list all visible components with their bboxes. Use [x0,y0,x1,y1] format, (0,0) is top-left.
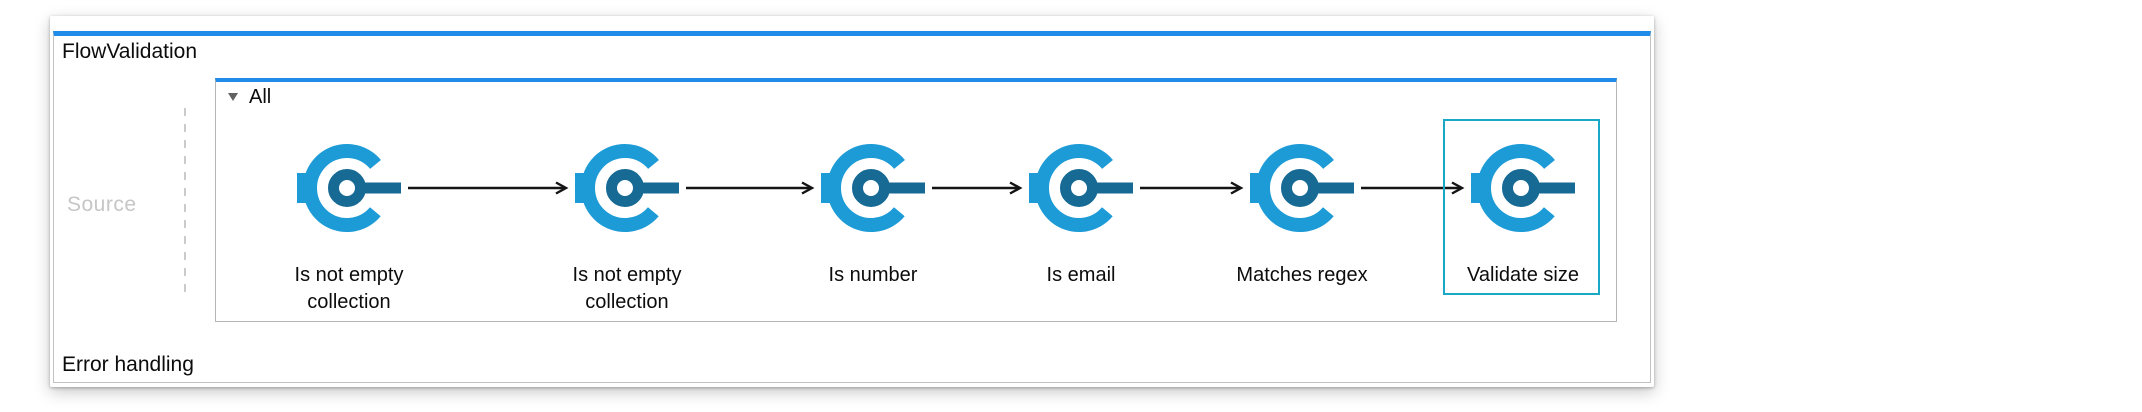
flow-connector-arrow [1140,181,1244,195]
flow-editor-canvas: FlowValidation Source All Is not empty c… [50,16,1654,387]
validation-icon [821,140,925,236]
error-handling-section[interactable]: Error handling [62,353,194,376]
source-section[interactable]: Source [54,106,182,311]
component-is-not-empty-collection-1[interactable]: Is not empty collection [272,119,426,313]
component-is-email[interactable]: Is email [1004,119,1158,295]
flow-title: FlowValidation [62,40,198,63]
scope-label: All [249,86,272,108]
flow-connector-arrow [1361,181,1465,195]
component-label: Validate size [1467,264,1579,286]
component-validate-size[interactable]: Validate size [1446,119,1600,295]
component-matches-regex[interactable]: Matches regex [1225,119,1379,295]
source-label: Source [67,193,137,216]
validation-icon [575,140,679,236]
validation-icon [1250,140,1354,236]
scope-all[interactable]: All Is not empty collection Is not empty… [215,78,1617,322]
component-label: Is number [828,264,918,286]
validation-icon [1471,140,1575,236]
source-process-divider [184,108,186,294]
collapse-arrow-icon[interactable] [228,93,238,101]
flow-connector-arrow [408,181,569,195]
component-is-number[interactable]: Is number [796,119,950,295]
flow-connector-arrow [932,181,1023,195]
component-label: Is not empty collection [572,264,682,313]
component-label: Is email [1046,264,1116,286]
component-label: Matches regex [1236,264,1368,286]
component-label: Is not empty collection [294,264,404,313]
validation-icon [297,140,401,236]
component-is-not-empty-collection-2[interactable]: Is not empty collection [550,119,704,313]
validation-icon [1029,140,1133,236]
flow-connector-arrow [686,181,815,195]
